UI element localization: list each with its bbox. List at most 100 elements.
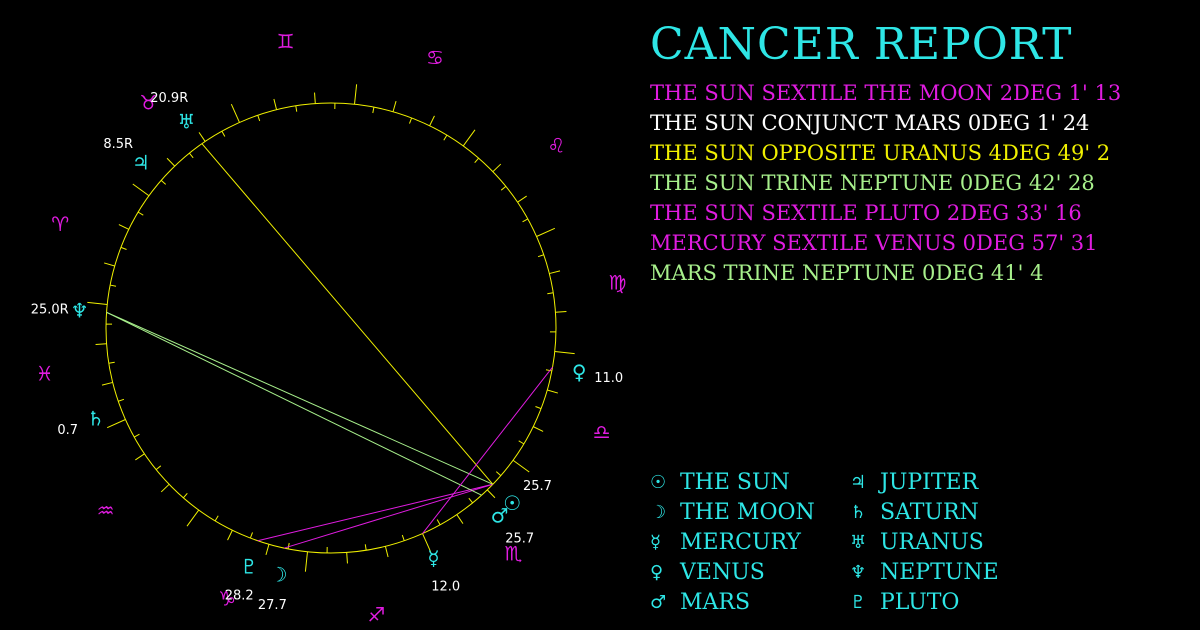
jupiter-icon: ♃ <box>132 151 150 175</box>
aspect-line <box>106 311 482 496</box>
wheel-tick <box>547 389 558 394</box>
legend-label: MARS <box>680 589 751 615</box>
wheel-tick <box>95 343 107 345</box>
wheel-tick <box>230 103 240 123</box>
mars-icon: ♂ <box>650 591 667 613</box>
neptune-degree-label: 25.0R <box>31 302 69 317</box>
wheel-tick <box>133 433 140 438</box>
aspect-item: THE SUN CONJUNCT MARS 0DEG 1' 24 <box>650 111 1090 135</box>
legend-label: THE MOON <box>680 499 815 525</box>
legend-label: MERCURY <box>680 529 801 555</box>
wheel-tick <box>189 152 194 159</box>
wheel-tick <box>132 183 150 197</box>
wheel-tick <box>160 180 167 185</box>
wheel-tick <box>429 115 435 126</box>
wheel-tick <box>118 398 125 402</box>
mercury-degree-label: 12.0 <box>431 580 460 595</box>
sun-icon: ☉ <box>650 471 667 493</box>
wheel-tick <box>295 105 298 112</box>
wheel-tick <box>495 471 502 476</box>
wheel-tick <box>108 361 115 364</box>
legend-label: NEPTUNE <box>880 559 999 585</box>
mercury-icon: ☿ <box>427 546 439 570</box>
aspect-item: MERCURY SEXTILE VENUS 0DEG 57' 31 <box>650 231 1098 255</box>
wheel-tick <box>106 419 126 429</box>
venus-degree-label: 11.0 <box>594 371 623 386</box>
wheel-tick <box>409 117 413 124</box>
legend-item-uranus: ♅URANUS <box>850 527 1030 557</box>
legend-label: THE SUN <box>680 469 790 495</box>
cancer-sign-icon: ♋ <box>426 45 444 69</box>
mars-degree-label: 25.7 <box>505 532 534 547</box>
wheel-tick <box>500 186 507 191</box>
wheel-tick <box>346 552 348 564</box>
wheel-tick <box>135 453 145 461</box>
report-title: CANCER REPORT <box>650 19 1073 70</box>
wheel-tick <box>518 440 525 445</box>
moon-icon: ☽ <box>270 562 288 586</box>
saturn-icon: ♄ <box>87 406 105 430</box>
legend-label: VENUS <box>680 559 765 585</box>
gemini-sign-icon: ♊ <box>277 30 295 54</box>
legend-item-neptune: ♆ NEPTUNE <box>850 557 1030 587</box>
wheel-tick <box>474 157 479 164</box>
wheel-tick <box>257 115 261 122</box>
wheel-tick <box>110 284 117 287</box>
wheel-tick <box>87 301 108 305</box>
wheel-tick <box>183 492 188 499</box>
wheel-tick <box>492 163 502 173</box>
aspect-line <box>284 483 493 549</box>
wheel-tick <box>372 107 375 114</box>
venus-icon: ♀ <box>650 561 664 583</box>
wheel-tick <box>536 227 556 237</box>
pluto-icon: ♇ <box>850 591 867 613</box>
uranus-icon: ♅ <box>177 110 195 134</box>
wheel-tick <box>104 262 115 267</box>
aries-sign-icon: ♈ <box>51 212 69 236</box>
wheel-tick <box>314 92 316 104</box>
wheel-tick <box>462 129 476 147</box>
legend-label: URANUS <box>880 529 984 555</box>
sun-icon: ☉ <box>503 491 521 515</box>
capricorn-sign-icon: ♑ <box>218 587 236 611</box>
wheel-tick <box>545 369 552 372</box>
wheel-tick <box>443 134 448 141</box>
aquarius-sign-icon: ♒ <box>97 499 115 523</box>
wheel-tick <box>120 246 127 250</box>
sagittarius-sign-icon: ♐ <box>367 602 385 626</box>
sun-degree-label: 25.7 <box>523 479 552 494</box>
jupiter-degree-label: 8.5R <box>103 137 133 152</box>
wheel-tick <box>517 195 527 203</box>
wheel-tick <box>137 211 144 216</box>
wheel-tick <box>422 533 432 553</box>
aspect-line <box>422 366 553 534</box>
pluto-icon: ♇ <box>240 554 258 578</box>
legend-item-mars: ♂ MARS <box>650 587 850 617</box>
wheel-tick <box>198 132 206 142</box>
libra-sign-icon: ♎ <box>593 420 611 444</box>
wheel-tick <box>512 459 530 473</box>
legend-label: PLUTO <box>880 589 960 615</box>
scorpio-sign-icon: ♏ <box>505 541 523 565</box>
neptune-icon: ♆ <box>850 561 867 583</box>
wheel-tick <box>354 84 358 105</box>
aspect-item: THE SUN OPPOSITE URANUS 4DEG 49' 2 <box>650 141 1111 165</box>
astrology-wheel: ♈♉♊♋♌♍♎♏♐♑♒♓☉♂25.7☿12.0♀11.0☽27.7♇28.2♄0… <box>31 30 627 627</box>
legend-item-mercury: ☿MERCURY <box>650 527 850 557</box>
wheel-tick <box>436 519 441 526</box>
wheel-tick <box>468 497 473 504</box>
wheel-tick <box>186 509 200 527</box>
aspect-line <box>257 483 493 542</box>
moon-icon: ☽ <box>650 501 667 523</box>
wheel-tick <box>273 98 278 110</box>
wheel-tick <box>214 515 219 522</box>
wheel-tick <box>304 551 308 572</box>
wheel-tick <box>221 130 226 137</box>
wheel-tick <box>522 218 529 223</box>
saturn-icon: ♄ <box>850 501 867 523</box>
aspect-item: THE SUN TRINE NEPTUNE 0DEG 42' 28 <box>650 171 1095 195</box>
wheel-tick <box>555 311 567 313</box>
wheel-tick <box>535 406 542 410</box>
legend-item-jupiter: ♃JUPITER <box>850 467 1030 497</box>
wheel-tick <box>456 514 464 524</box>
